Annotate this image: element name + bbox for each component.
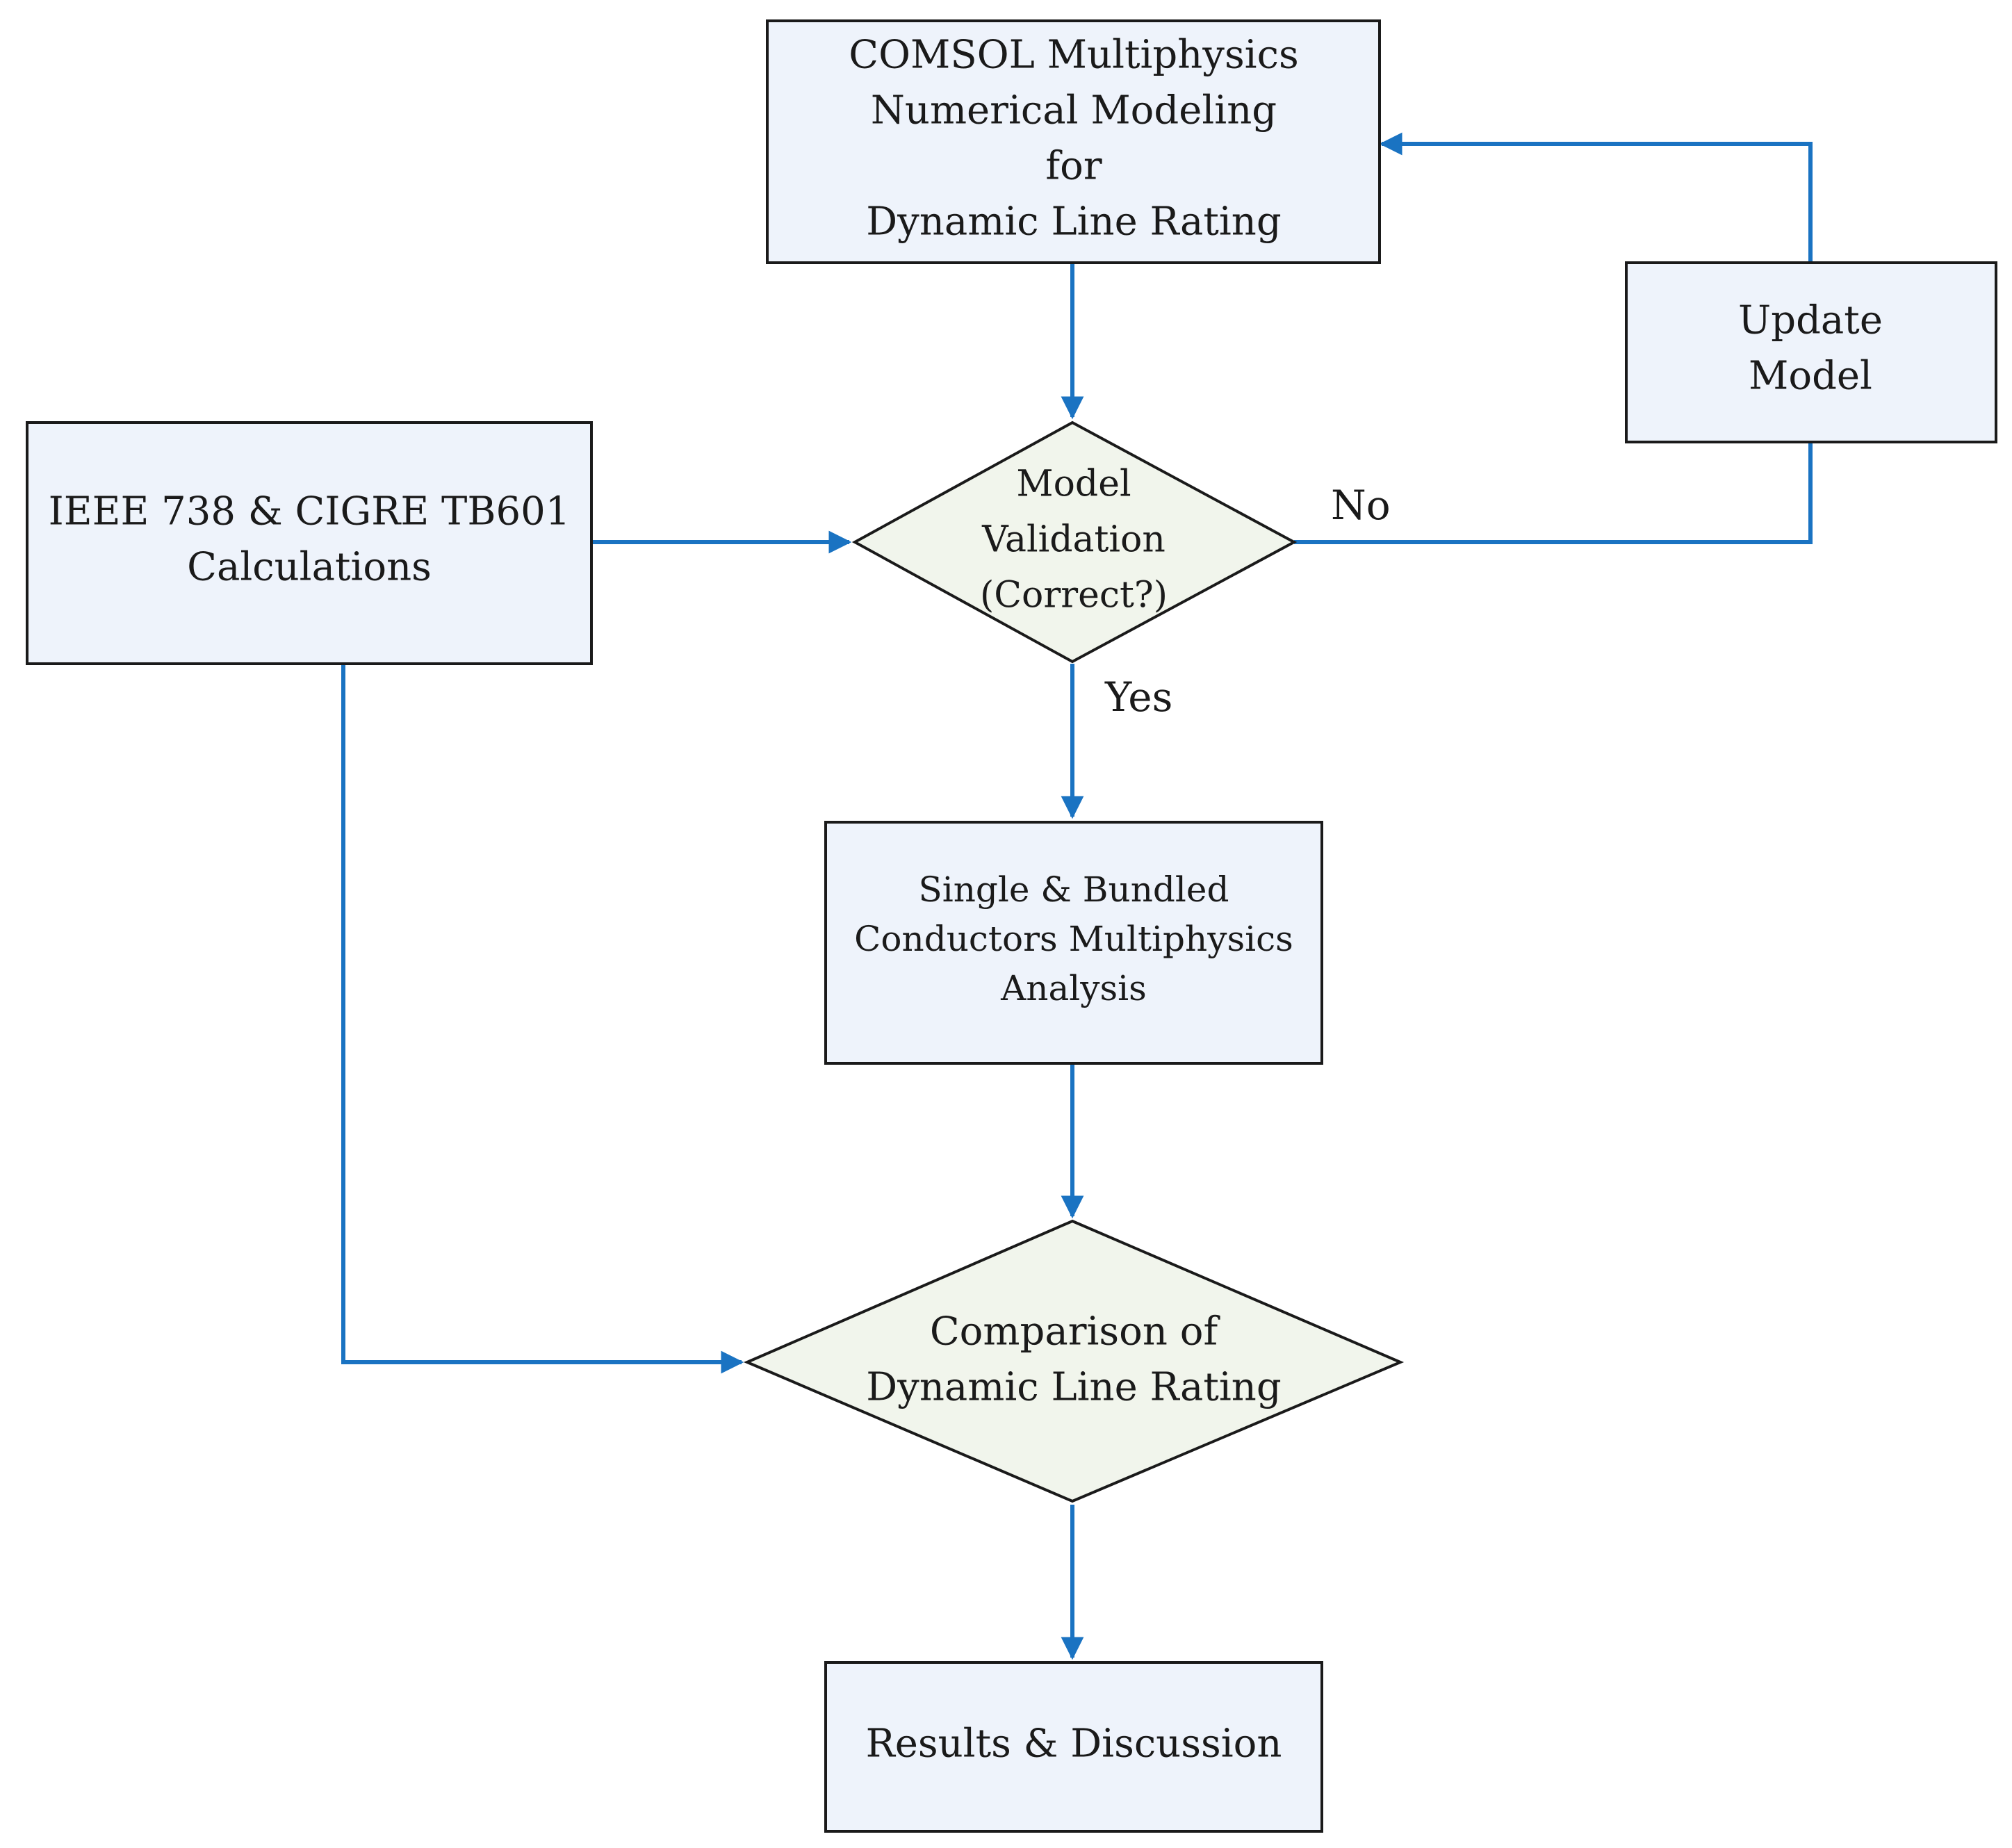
node-ieee-calculations: IEEE 738 & CIGRE TB601 Calculations xyxy=(26,421,593,665)
edge-label-yes: Yes xyxy=(1104,673,1172,721)
node-comparison-dlr-line-1: Comparison of xyxy=(930,1309,1221,1355)
node-update-model-line-2: Model xyxy=(1749,354,1872,399)
node-comsol-modeling-line-2: Numerical Modeling xyxy=(871,88,1277,133)
node-conductor-analysis: Single & Bundled Conductors Multiphysics… xyxy=(824,821,1323,1065)
node-comparison-dlr: Comparison of Dynamic Line Rating xyxy=(743,1219,1405,1503)
edge-validation-no-to-update xyxy=(1294,442,1813,544)
node-model-validation: Model Validation (Correct?) xyxy=(851,420,1298,664)
node-ieee-calculations-line-2: Calculations xyxy=(187,545,432,590)
node-update-model-line-1: Update xyxy=(1738,298,1883,343)
node-model-validation-line-1: Model xyxy=(1016,464,1131,505)
node-ieee-calculations-line-1: IEEE 738 & CIGRE TB601 xyxy=(49,489,571,534)
node-results-discussion-line-1: Results & Discussion xyxy=(866,1722,1282,1767)
node-comsol-modeling: COMSOL Multiphysics Numerical Modeling f… xyxy=(766,19,1381,264)
node-update-model: Update Model xyxy=(1625,261,1997,443)
node-model-validation-line-2: Validation xyxy=(981,519,1166,561)
node-comsol-modeling-line-4: Dynamic Line Rating xyxy=(866,199,1281,245)
edge-ieee-to-comparison xyxy=(341,664,744,1374)
node-results-discussion: Results & Discussion xyxy=(824,1661,1323,1833)
node-comsol-modeling-line-3: for xyxy=(1045,144,1102,189)
edges xyxy=(341,132,1813,1660)
node-comparison-dlr-line-2: Dynamic Line Rating xyxy=(866,1365,1281,1410)
node-comsol-modeling-line-1: COMSOL Multiphysics xyxy=(849,33,1298,78)
node-conductor-analysis-line-3: Analysis xyxy=(1000,968,1147,1008)
edge-update-to-comsol xyxy=(1379,132,1813,263)
node-conductor-analysis-line-2: Conductors Multiphysics xyxy=(854,919,1293,959)
node-conductor-analysis-line-1: Single & Bundled xyxy=(918,869,1229,910)
edge-label-no: No xyxy=(1331,482,1391,529)
node-model-validation-line-3: (Correct?) xyxy=(980,575,1168,616)
